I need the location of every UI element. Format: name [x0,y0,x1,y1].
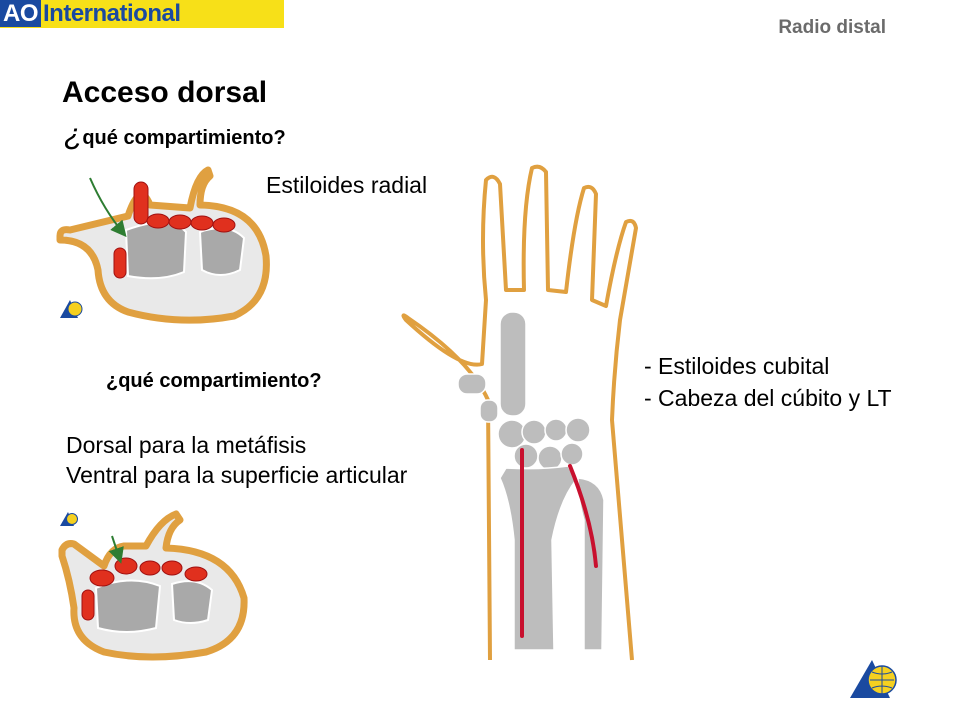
ao-triangle-globe-icon [60,300,83,318]
dorsal-line-1: Dorsal para la metáfisis [66,432,307,458]
dorsal-line-2: Ventral para la superficie articular [66,462,408,488]
ao-logo-ao: AO [0,0,41,27]
wrist-bones [457,311,605,651]
question-top: ¿qué compartimiento? [64,118,286,152]
question-middle: ¿qué compartimiento? [106,370,322,392]
ulnar-line-2: - Cabeza del cúbito y LT [644,385,892,411]
ao-triangle-globe-icon [60,512,78,526]
slide-title: Acceso dorsal [62,76,268,109]
question-top-text: qué compartimiento? [82,127,286,149]
ulnar-line-1: - Estiloides cubital [644,353,830,379]
question-mark: ¿ [64,118,83,151]
label-estiloides-radial: Estiloides radial [266,172,428,198]
section-title: Radio distal [778,17,886,38]
cross-section-top [56,166,270,324]
cross-section-bottom [58,510,248,661]
ao-triangle-globe-icon [850,660,897,698]
ulnar-text-block: - Estiloides cubital - Cabeza del cúbito… [644,350,892,414]
incision-lines [519,448,598,638]
dorsal-text-block: Dorsal para la metáfisis Ventral para la… [66,430,407,490]
ao-logo-international: International [43,0,181,27]
hand-outline [401,164,638,661]
